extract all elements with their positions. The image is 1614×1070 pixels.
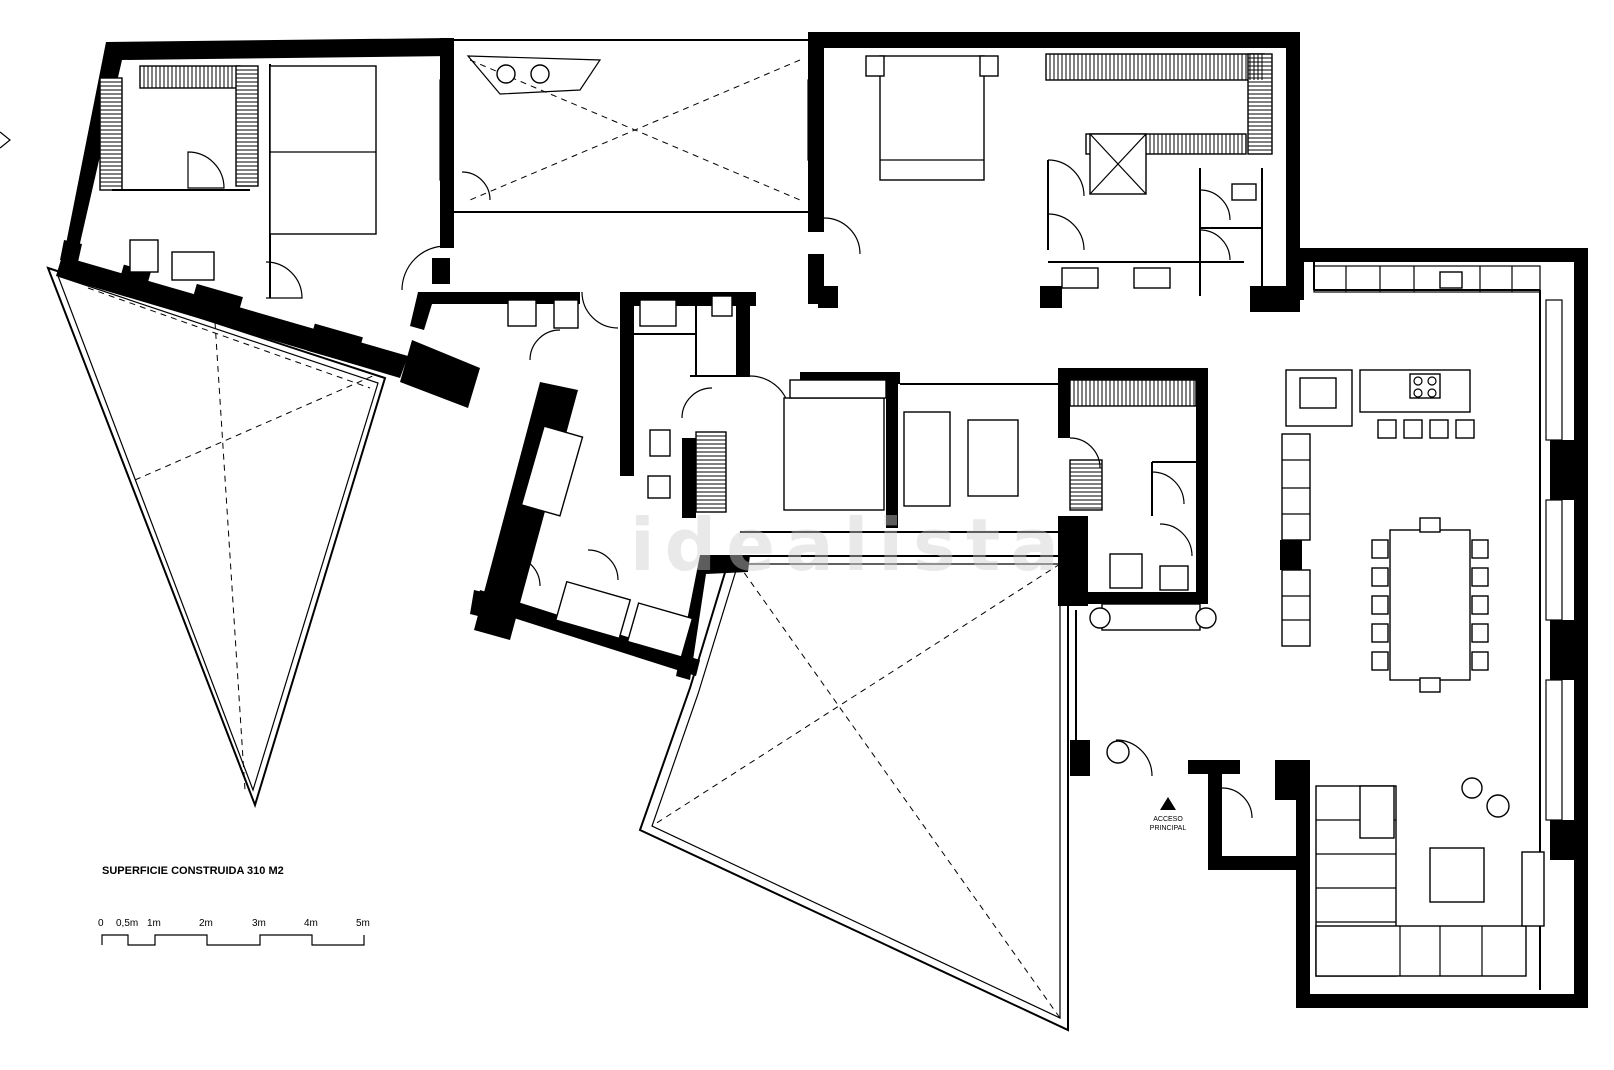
dining-chair bbox=[1371, 651, 1389, 671]
scale-tick-0: 0 bbox=[98, 918, 104, 929]
furniture bbox=[129, 55, 1545, 977]
scale-tick-3: 2m bbox=[199, 918, 213, 929]
scale-tick-6: 5m bbox=[356, 918, 370, 929]
bed-top-left bbox=[269, 65, 377, 235]
scale-tick-4: 3m bbox=[252, 918, 266, 929]
doors bbox=[187, 151, 1253, 819]
north-arrow-icon bbox=[0, 131, 11, 149]
dining-chair bbox=[1471, 623, 1489, 643]
bed-centre bbox=[783, 397, 885, 511]
coffee-table bbox=[1429, 847, 1485, 903]
dining-chair bbox=[1371, 539, 1389, 559]
scale-tick-1: 0,5m bbox=[116, 918, 138, 929]
interior-lines bbox=[112, 64, 1541, 990]
dining-chairs bbox=[1371, 539, 1489, 671]
hatch-lines bbox=[100, 54, 1272, 509]
dining-chair bbox=[1471, 567, 1489, 587]
wardrobe-top-left bbox=[99, 65, 259, 191]
scale-tick-2: 1m bbox=[147, 918, 161, 929]
dining-chair bbox=[1371, 595, 1389, 615]
dining-chair bbox=[1371, 567, 1389, 587]
entrance-arrow-icon bbox=[1160, 797, 1176, 810]
built-area-label: SUPERFICIE CONSTRUIDA 310 M2 bbox=[102, 865, 284, 877]
entrance-label-line1: ACCESO bbox=[1153, 816, 1183, 823]
sofa-left-room bbox=[520, 425, 584, 517]
entrance-label-line2: PRINCIPAL bbox=[1150, 825, 1187, 832]
main-entrance: ACCESO PRINCIPAL bbox=[1150, 797, 1187, 832]
exterior-walls bbox=[56, 32, 1588, 1008]
dining-chair bbox=[1471, 539, 1489, 559]
scale-bar: 0 0,5m 1m 2m 3m 4m 5m bbox=[98, 918, 370, 946]
bed-master bbox=[879, 55, 985, 181]
windows bbox=[439, 79, 1563, 821]
dining-table bbox=[1389, 529, 1471, 681]
scale-tick-5: 4m bbox=[304, 918, 318, 929]
dining-chair bbox=[1371, 623, 1389, 643]
dining-chair bbox=[1471, 595, 1489, 615]
planter-icon bbox=[496, 64, 516, 84]
terrace-center bbox=[638, 555, 1069, 1032]
watermark: idealista bbox=[630, 503, 1069, 587]
dining-chair bbox=[1471, 651, 1489, 671]
